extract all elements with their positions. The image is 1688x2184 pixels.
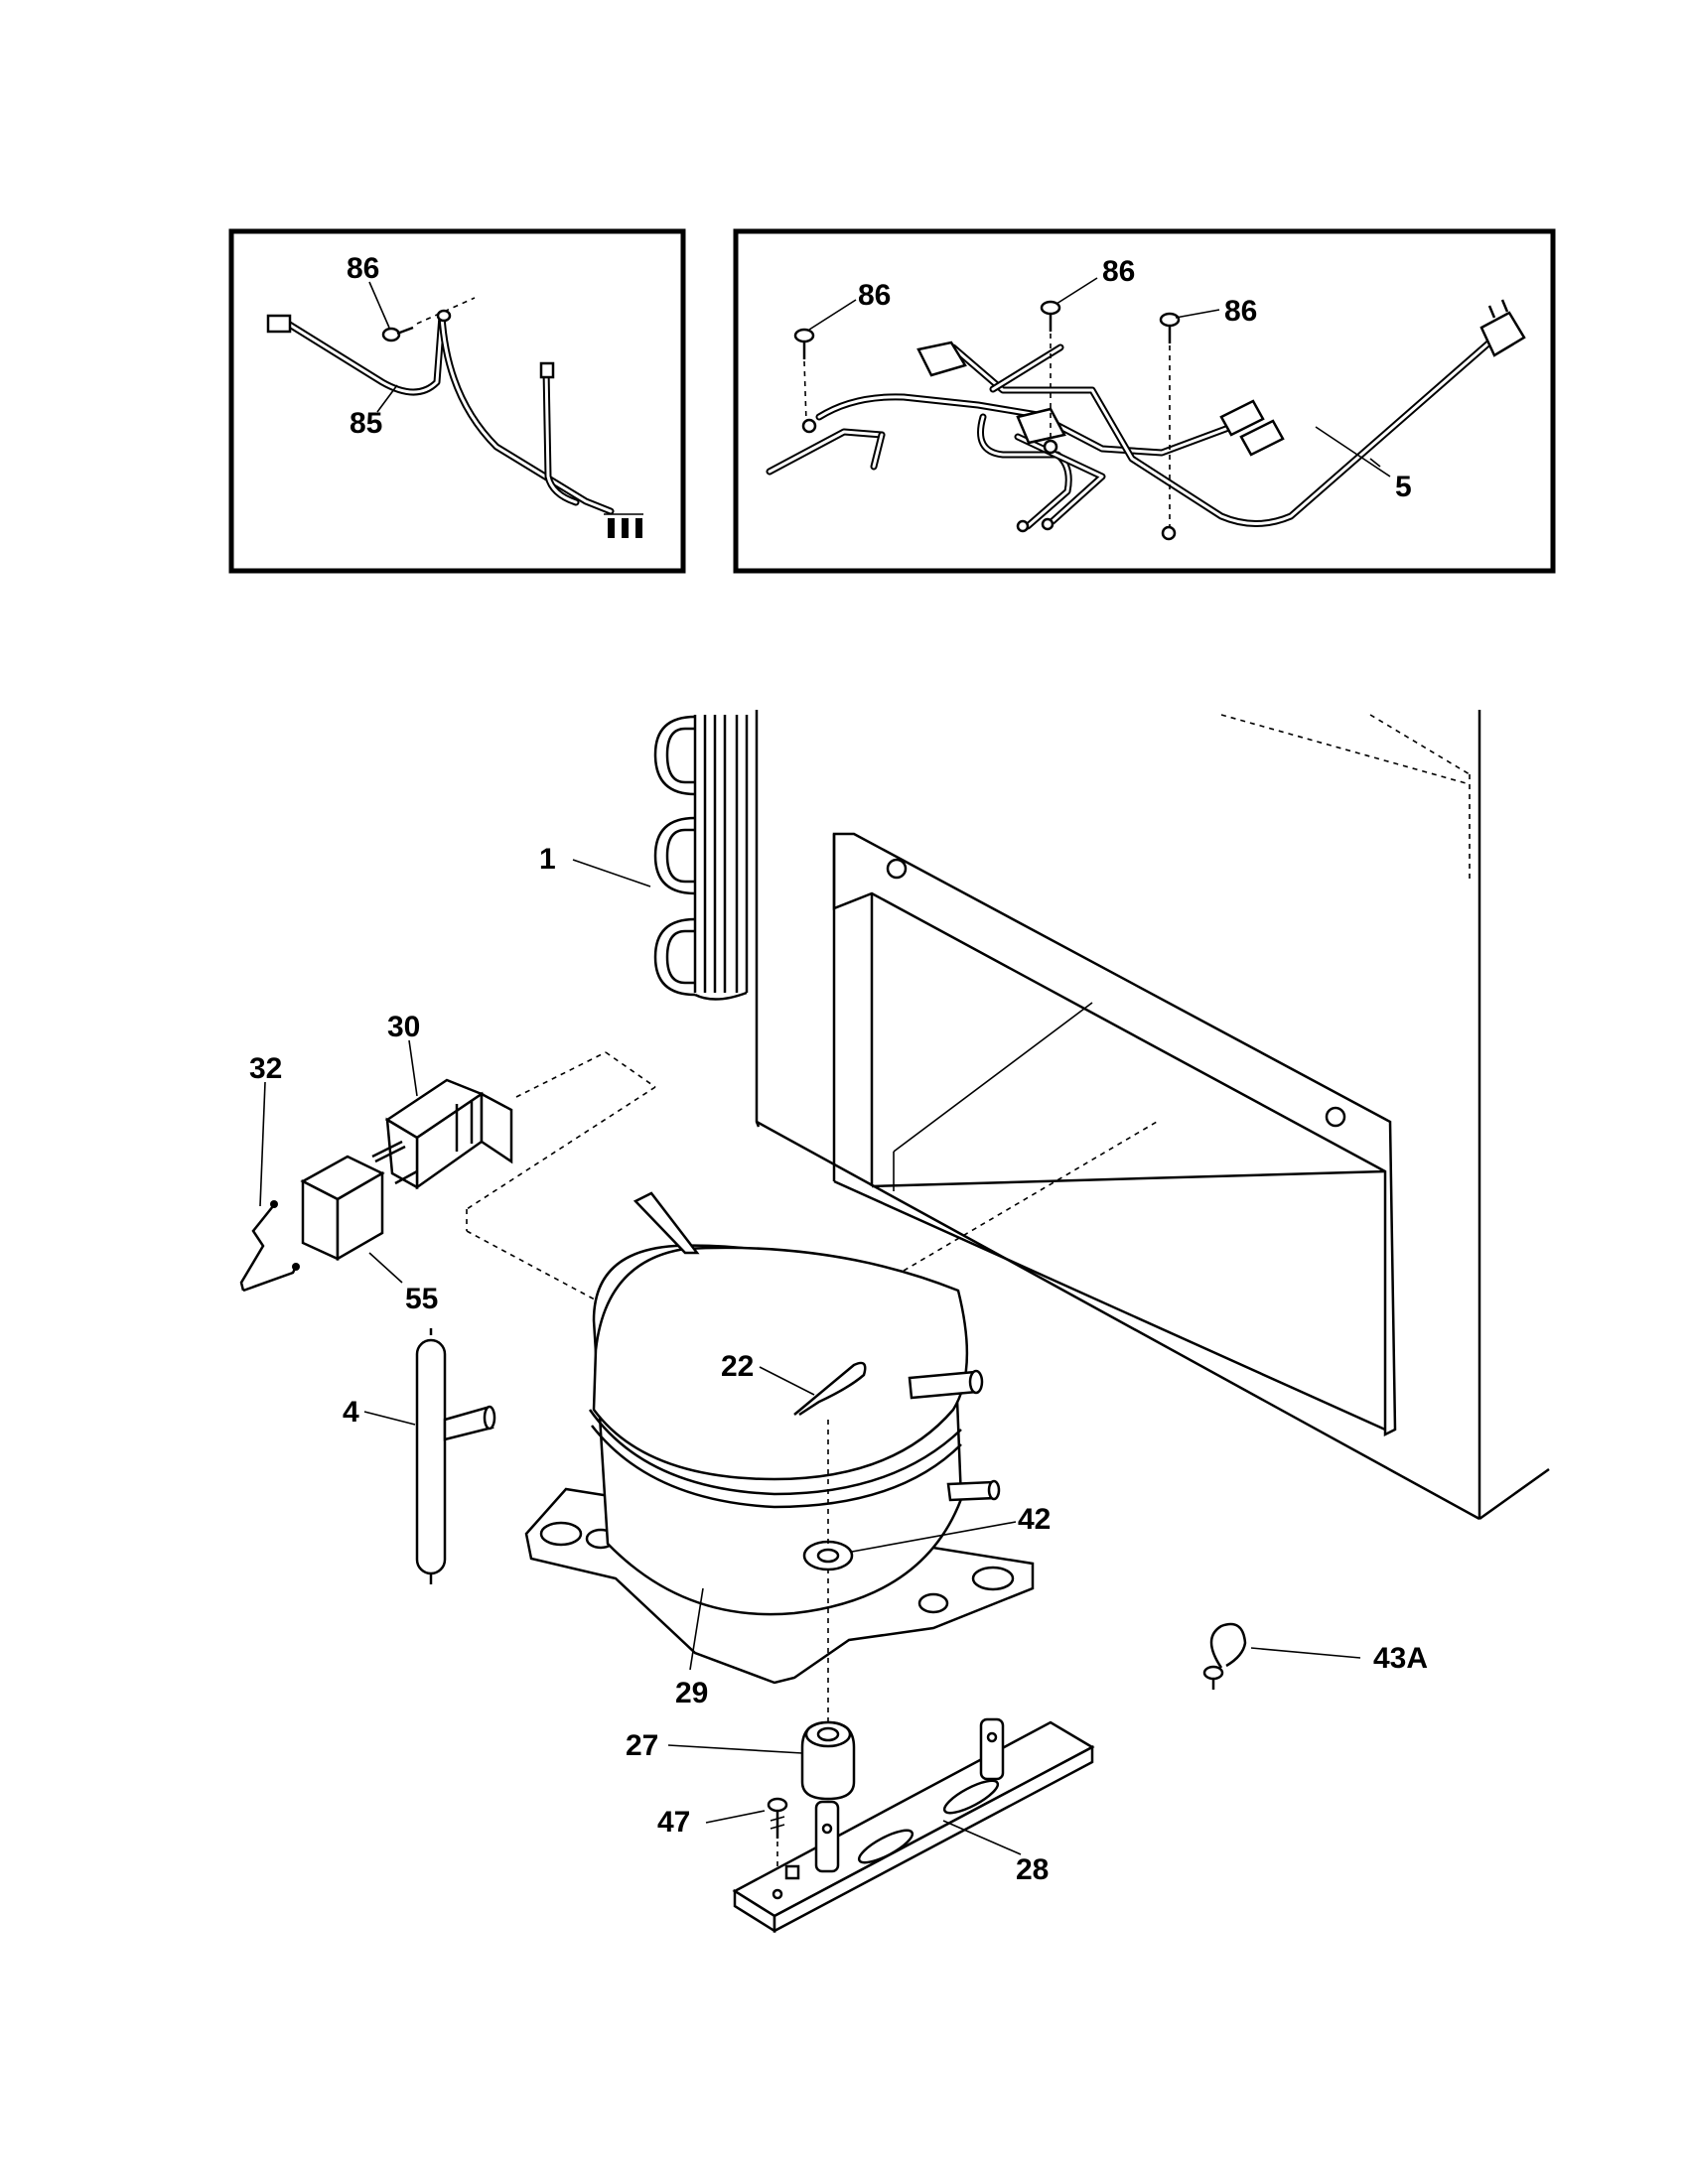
condenser-coil: 1 [539,715,749,1001]
callout-27: 27 [626,1729,658,1762]
callout-43A: 43A [1373,1642,1428,1675]
callout-85: 85 [350,407,382,440]
main-compressor-assembly: 1 30 55 [239,710,1550,1934]
screw-86-left [381,326,414,342]
harness-5-connector-right-a [1219,399,1265,437]
harness-5-connector-mid [1016,407,1066,445]
harness-5-wire-hook [766,428,886,476]
wire-32: 32 [239,1052,300,1293]
callout-1: 1 [539,843,556,876]
harness-5-wire-branch-b [1014,433,1106,525]
callout-86-left: 86 [347,252,379,285]
ring-terminal-right [1161,525,1177,541]
grommet-27: 27 [626,1720,856,1801]
ring-terminal-left [801,418,817,434]
inset-right-frame [733,228,1556,574]
inset-left-wire-harness: 86 85 [228,228,686,574]
callout-30: 30 [387,1011,420,1043]
callout-32: 32 [249,1052,282,1085]
compressor-29: 42 29 [588,1191,1051,1709]
harness-85-connector-top [539,361,555,379]
inset-right-power-harness: 86 86 86 5 [733,228,1556,574]
callout-29: 29 [675,1677,708,1709]
harness-5-connector-right-b [1239,419,1285,457]
harness-5-connector-top [916,341,967,377]
power-plug [1479,299,1526,357]
callout-22: 22 [721,1350,754,1383]
cover-screw-hole-right [1325,1106,1346,1128]
harness-85-wire-a [284,312,446,396]
harness-85-wire-b [438,312,615,515]
machine-compartment [832,832,1397,1437]
cabinet-back [755,710,1550,1521]
ring-terminal-mid [1043,439,1058,455]
relay-30: 30 [371,1011,513,1190]
inset-left-frame [228,228,686,574]
callout-42: 42 [1018,1503,1051,1536]
callout-4: 4 [343,1396,359,1429]
cover-screw-hole-left [886,858,908,880]
harness-85-connector-left [266,314,292,334]
callout-55: 55 [405,1283,438,1315]
relay-55: 55 [300,1155,438,1315]
callout-5: 5 [1395,471,1412,503]
screw-86-c [1159,312,1181,526]
screw-86-a [793,328,815,423]
callout-28: 28 [1016,1853,1049,1886]
callout-86-b: 86 [1102,255,1135,288]
drier-4: 4 [343,1328,496,1584]
harness-85-terminal-block [604,513,643,538]
screw-86-b [1040,300,1061,441]
callout-86-c: 86 [1224,295,1257,328]
clip-22: 22 [721,1350,867,1417]
tube-clip-43A: 43A [1202,1622,1428,1690]
callout-86-a: 86 [858,279,891,312]
callout-47: 47 [657,1806,690,1839]
bracket-28: 28 [732,1717,1095,1934]
